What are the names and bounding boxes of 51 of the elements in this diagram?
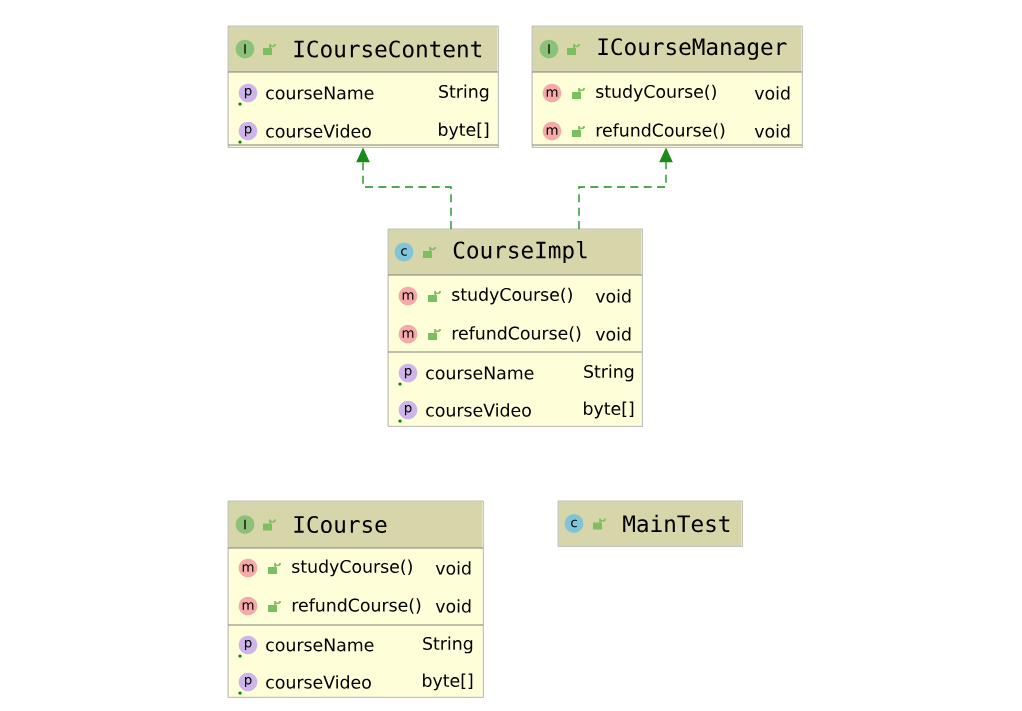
type-name: String	[423, 636, 473, 654]
type-name: byte[]	[423, 673, 473, 691]
type-name: String	[584, 364, 634, 382]
type-name: byte[]	[439, 122, 489, 140]
member-name: courseName	[426, 366, 534, 380]
member-name: courseVideo	[426, 403, 531, 417]
type-badge: m	[542, 121, 562, 141]
class-box	[227, 25, 499, 148]
type-badge: m	[398, 286, 418, 306]
member-name: refundCourse()	[452, 326, 581, 342]
class-name: CourseImpl	[453, 241, 587, 263]
member-name: refundCourse()	[292, 598, 421, 614]
class-box	[227, 500, 484, 698]
member-name: courseName	[266, 638, 374, 652]
type-name: void	[435, 561, 471, 575]
member-name: courseName	[266, 86, 374, 100]
class-name: ICourseManager	[598, 38, 787, 60]
type-name: byte[]	[584, 401, 634, 419]
class-name: MainTest	[623, 514, 730, 533]
type-name: void	[595, 289, 631, 303]
type-badge: c	[394, 242, 414, 262]
type-name: String	[439, 84, 489, 102]
type-name: void	[595, 327, 631, 341]
type-badge: p	[238, 635, 258, 658]
type-name: void	[754, 124, 790, 138]
type-badge: p	[238, 83, 258, 106]
type-badge: m	[238, 558, 258, 578]
type-badge: m	[398, 324, 418, 344]
member-name: studyCourse()	[452, 287, 572, 305]
type-badge: p	[238, 672, 258, 695]
member-name: studyCourse()	[292, 559, 412, 577]
type-badge: I	[235, 515, 255, 534]
member-name: courseVideo	[266, 124, 371, 138]
type-badge: I	[539, 39, 559, 59]
type-badge: m	[542, 83, 562, 103]
type-badge: p	[398, 363, 418, 386]
type-name: void	[754, 86, 790, 100]
type-badge: p	[238, 121, 258, 144]
class-box	[387, 228, 643, 427]
class-box	[531, 25, 803, 148]
type-badge: p	[398, 400, 418, 423]
type-badge: m	[238, 596, 258, 616]
class-box	[557, 500, 743, 547]
member-name: refundCourse()	[596, 123, 725, 139]
type-badge: I	[235, 39, 255, 59]
class-name: ICourseContent	[294, 40, 482, 58]
member-name: studyCourse()	[596, 84, 716, 102]
type-badge: c	[564, 514, 584, 533]
type-name: void	[435, 599, 471, 613]
class-name: ICourse	[294, 515, 387, 534]
member-name: courseVideo	[266, 675, 371, 689]
